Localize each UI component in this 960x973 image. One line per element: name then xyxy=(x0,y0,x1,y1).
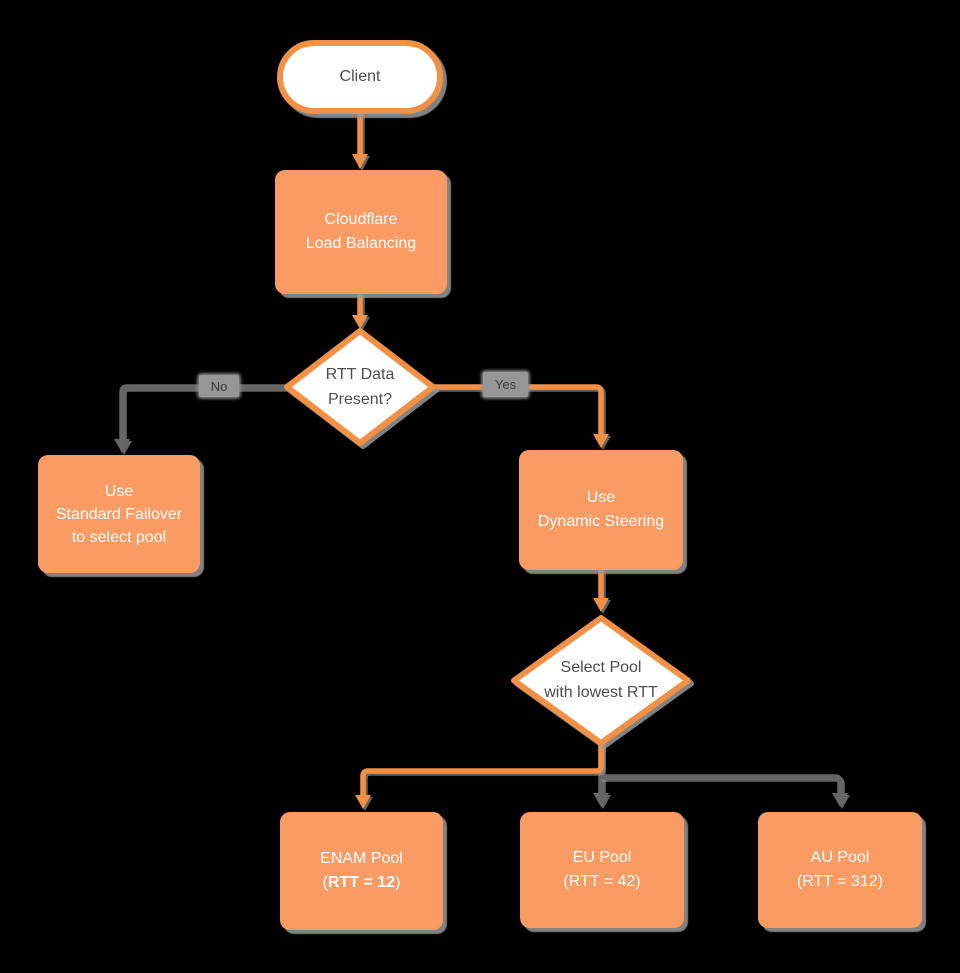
node-label-line: ENAM Pool xyxy=(320,850,403,867)
node-label-line: (RTT = 42) xyxy=(563,873,641,890)
node-label-line: Client xyxy=(339,68,381,85)
node-label-line: Cloudflare xyxy=(324,211,398,228)
edge-steering-to-pool-decision-arrowhead xyxy=(593,598,609,612)
edge-label-yes: Yes xyxy=(483,372,528,397)
edge-label-no: No xyxy=(199,375,239,397)
edge-label-no-text: No xyxy=(210,378,228,394)
node-label-line: (RTT = 12) xyxy=(323,871,401,895)
node-dynamic-steering: Use Dynamic Steering xyxy=(519,450,683,570)
node-cloudflare-load-balancing: Cloudflare Load Balancing xyxy=(275,170,447,294)
decision-rtt-data-diamond xyxy=(284,328,436,446)
node-label-line: Use xyxy=(586,489,616,506)
edge-no-branch-arrowhead xyxy=(114,439,130,453)
edge-pool-decision-to-enam xyxy=(360,740,604,799)
node-label-line: Select Pool xyxy=(560,659,642,676)
edge-loadbalancer-to-rtt-decision-arrowhead xyxy=(352,315,368,329)
paren-close: ) xyxy=(395,874,401,891)
node-label-line: AU Pool xyxy=(810,849,870,866)
edge-pool-decision-to-au-arrowhead xyxy=(832,793,848,807)
edge-label-yes-text: Yes xyxy=(494,377,517,392)
edge-pool-decision-to-eu-arrowhead xyxy=(593,793,609,807)
node-eu-pool: EU Pool (RTT = 42) xyxy=(520,812,684,928)
decision-select-pool-label: Select Pool with lowest RTT xyxy=(501,630,701,730)
edge-client-to-loadbalancer-arrowhead xyxy=(352,154,368,169)
node-label-line: Use xyxy=(104,482,134,500)
edge-pool-decision-to-au xyxy=(598,774,843,797)
node-label-line: Dynamic Steering xyxy=(537,513,665,530)
node-label-line: Load Balancing xyxy=(305,235,417,252)
node-label-line: with lowest RTT xyxy=(544,684,658,701)
node-label-line: (RTT = 312) xyxy=(796,873,884,890)
edge-yes-branch xyxy=(430,384,604,438)
node-au-pool: AU Pool (RTT = 312) xyxy=(758,812,922,928)
node-standard-failover: Use Standard Failover to select pool xyxy=(38,455,200,573)
node-client: Client xyxy=(277,40,443,114)
rtt-value-bold: RTT = 12 xyxy=(327,874,396,891)
decision-select-pool-diamond xyxy=(511,615,691,746)
node-label-line: Standard Failover xyxy=(55,505,183,523)
node-label-line: Present? xyxy=(327,391,393,408)
node-label-line: to select pool xyxy=(71,528,167,546)
edge-group-orange xyxy=(352,110,609,809)
edge-yes-branch-arrowhead xyxy=(593,434,609,448)
edge-pool-decision-to-enam-arrowhead xyxy=(355,795,371,809)
edge-group-gray xyxy=(114,384,848,807)
node-label-line: EU Pool xyxy=(572,849,632,866)
paren-open: ( xyxy=(322,874,328,891)
node-label-line: RTT Data xyxy=(325,366,395,383)
node-enam-pool: ENAM Pool (RTT = 12) xyxy=(280,812,443,930)
decision-rtt-data-label: RTT Data Present? xyxy=(270,337,450,437)
edge-no-branch xyxy=(119,384,290,443)
